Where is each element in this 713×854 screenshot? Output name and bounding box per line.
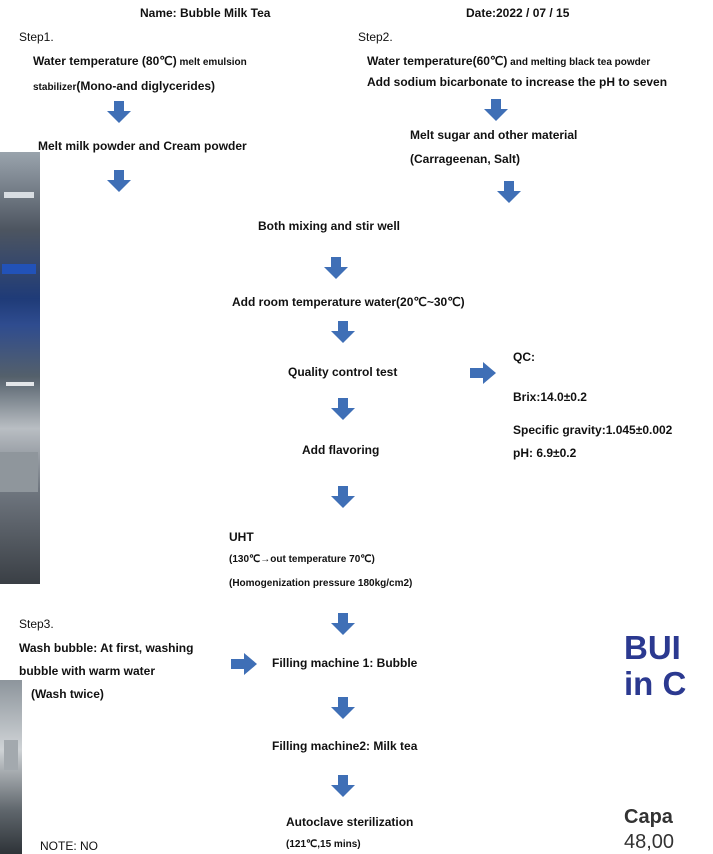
uht-step: UHT — [229, 530, 254, 544]
step2-line1: Water temperature(60℃) and melting black… — [367, 52, 650, 70]
arrow-down-icon — [331, 613, 355, 635]
note-text: NOTE: NO — [40, 839, 99, 853]
step1-stabilizer: stabilizer — [33, 82, 77, 93]
side-heading-line1: BUI — [624, 629, 681, 666]
step1-glycerides: (Mono-and diglycerides) — [76, 79, 216, 93]
arrow-down-icon — [497, 181, 521, 203]
factory-photo-bottom-left — [0, 680, 22, 854]
arrow-down-icon — [331, 321, 355, 343]
step2-label: Step2. — [358, 30, 393, 44]
autoclave-step: Autoclave sterilization — [286, 815, 414, 829]
step2-sodium: Add sodium bicarbonate to increase the p… — [367, 75, 668, 89]
arrow-down-icon — [324, 257, 348, 279]
flavoring-step: Add flavoring — [302, 443, 380, 457]
arrow-down-icon — [331, 775, 355, 797]
step2-water-temp: Water temperature(60℃) — [367, 54, 508, 68]
step2-melt-sugar: Melt sugar and other material — [410, 128, 578, 142]
capacity-value: 48,00 — [624, 831, 675, 853]
arrow-down-icon — [107, 170, 131, 192]
factory-photo-left — [0, 152, 40, 584]
arrow-down-icon — [331, 486, 355, 508]
step2-black-tea: and melting black tea powder — [507, 57, 651, 68]
step1-label: Step1. — [19, 30, 54, 44]
step1-melt-emulsion: melt emulsion — [176, 57, 247, 68]
arrow-right-icon — [231, 653, 257, 675]
uht-temperature: (130℃→out temperature 70℃) — [229, 554, 375, 565]
arrow-down-icon — [107, 101, 131, 123]
step1-water-temp: Water temperature (80℃) — [33, 54, 177, 68]
filling-bubble-step: Filling machine 1: Bubble — [272, 656, 418, 670]
side-heading-line2: in C — [624, 665, 687, 702]
step3-line3: (Wash twice) — [31, 687, 104, 701]
step2-carrageenan: (Carrageenan, Salt) — [410, 152, 521, 166]
autoclave-conditions: (121℃,15 mins) — [286, 839, 361, 850]
mixing-step: Both mixing and stir well — [258, 219, 401, 233]
arrow-down-icon — [331, 398, 355, 420]
arrow-down-icon — [484, 99, 508, 121]
filling-milk-tea-step: Filling machine2: Milk tea — [272, 739, 418, 753]
step1-line1: Water temperature (80℃) melt emulsion — [33, 52, 247, 70]
product-name: Name: Bubble Milk Tea — [140, 6, 271, 20]
step1-line2: stabilizer(Mono-and diglycerides) — [33, 77, 215, 95]
qc-brix: Brix:14.0±0.2 — [513, 390, 587, 404]
qc-title: QC: — [513, 350, 535, 364]
add-water-step: Add room temperature water(20℃~30℃) — [232, 295, 465, 309]
step3-line1: Wash bubble: At first, washing — [19, 641, 194, 655]
qc-test-step: Quality control test — [288, 365, 398, 379]
date-label: Date:2022 / 07 / 15 — [466, 6, 570, 20]
qc-ph: pH: 6.9±0.2 — [513, 446, 577, 460]
arrow-right-icon — [470, 362, 496, 384]
step1-melt-milk: Melt milk powder and Cream powder — [38, 139, 247, 153]
arrow-down-icon — [331, 697, 355, 719]
step3-label: Step3. — [19, 617, 54, 631]
step3-line2: bubble with warm water — [19, 664, 156, 678]
capacity-label: Capa — [624, 806, 673, 828]
qc-specific-gravity: Specific gravity:1.045±0.002 — [513, 423, 673, 437]
uht-pressure: (Homogenization pressure 180kg/cm2) — [229, 578, 413, 589]
